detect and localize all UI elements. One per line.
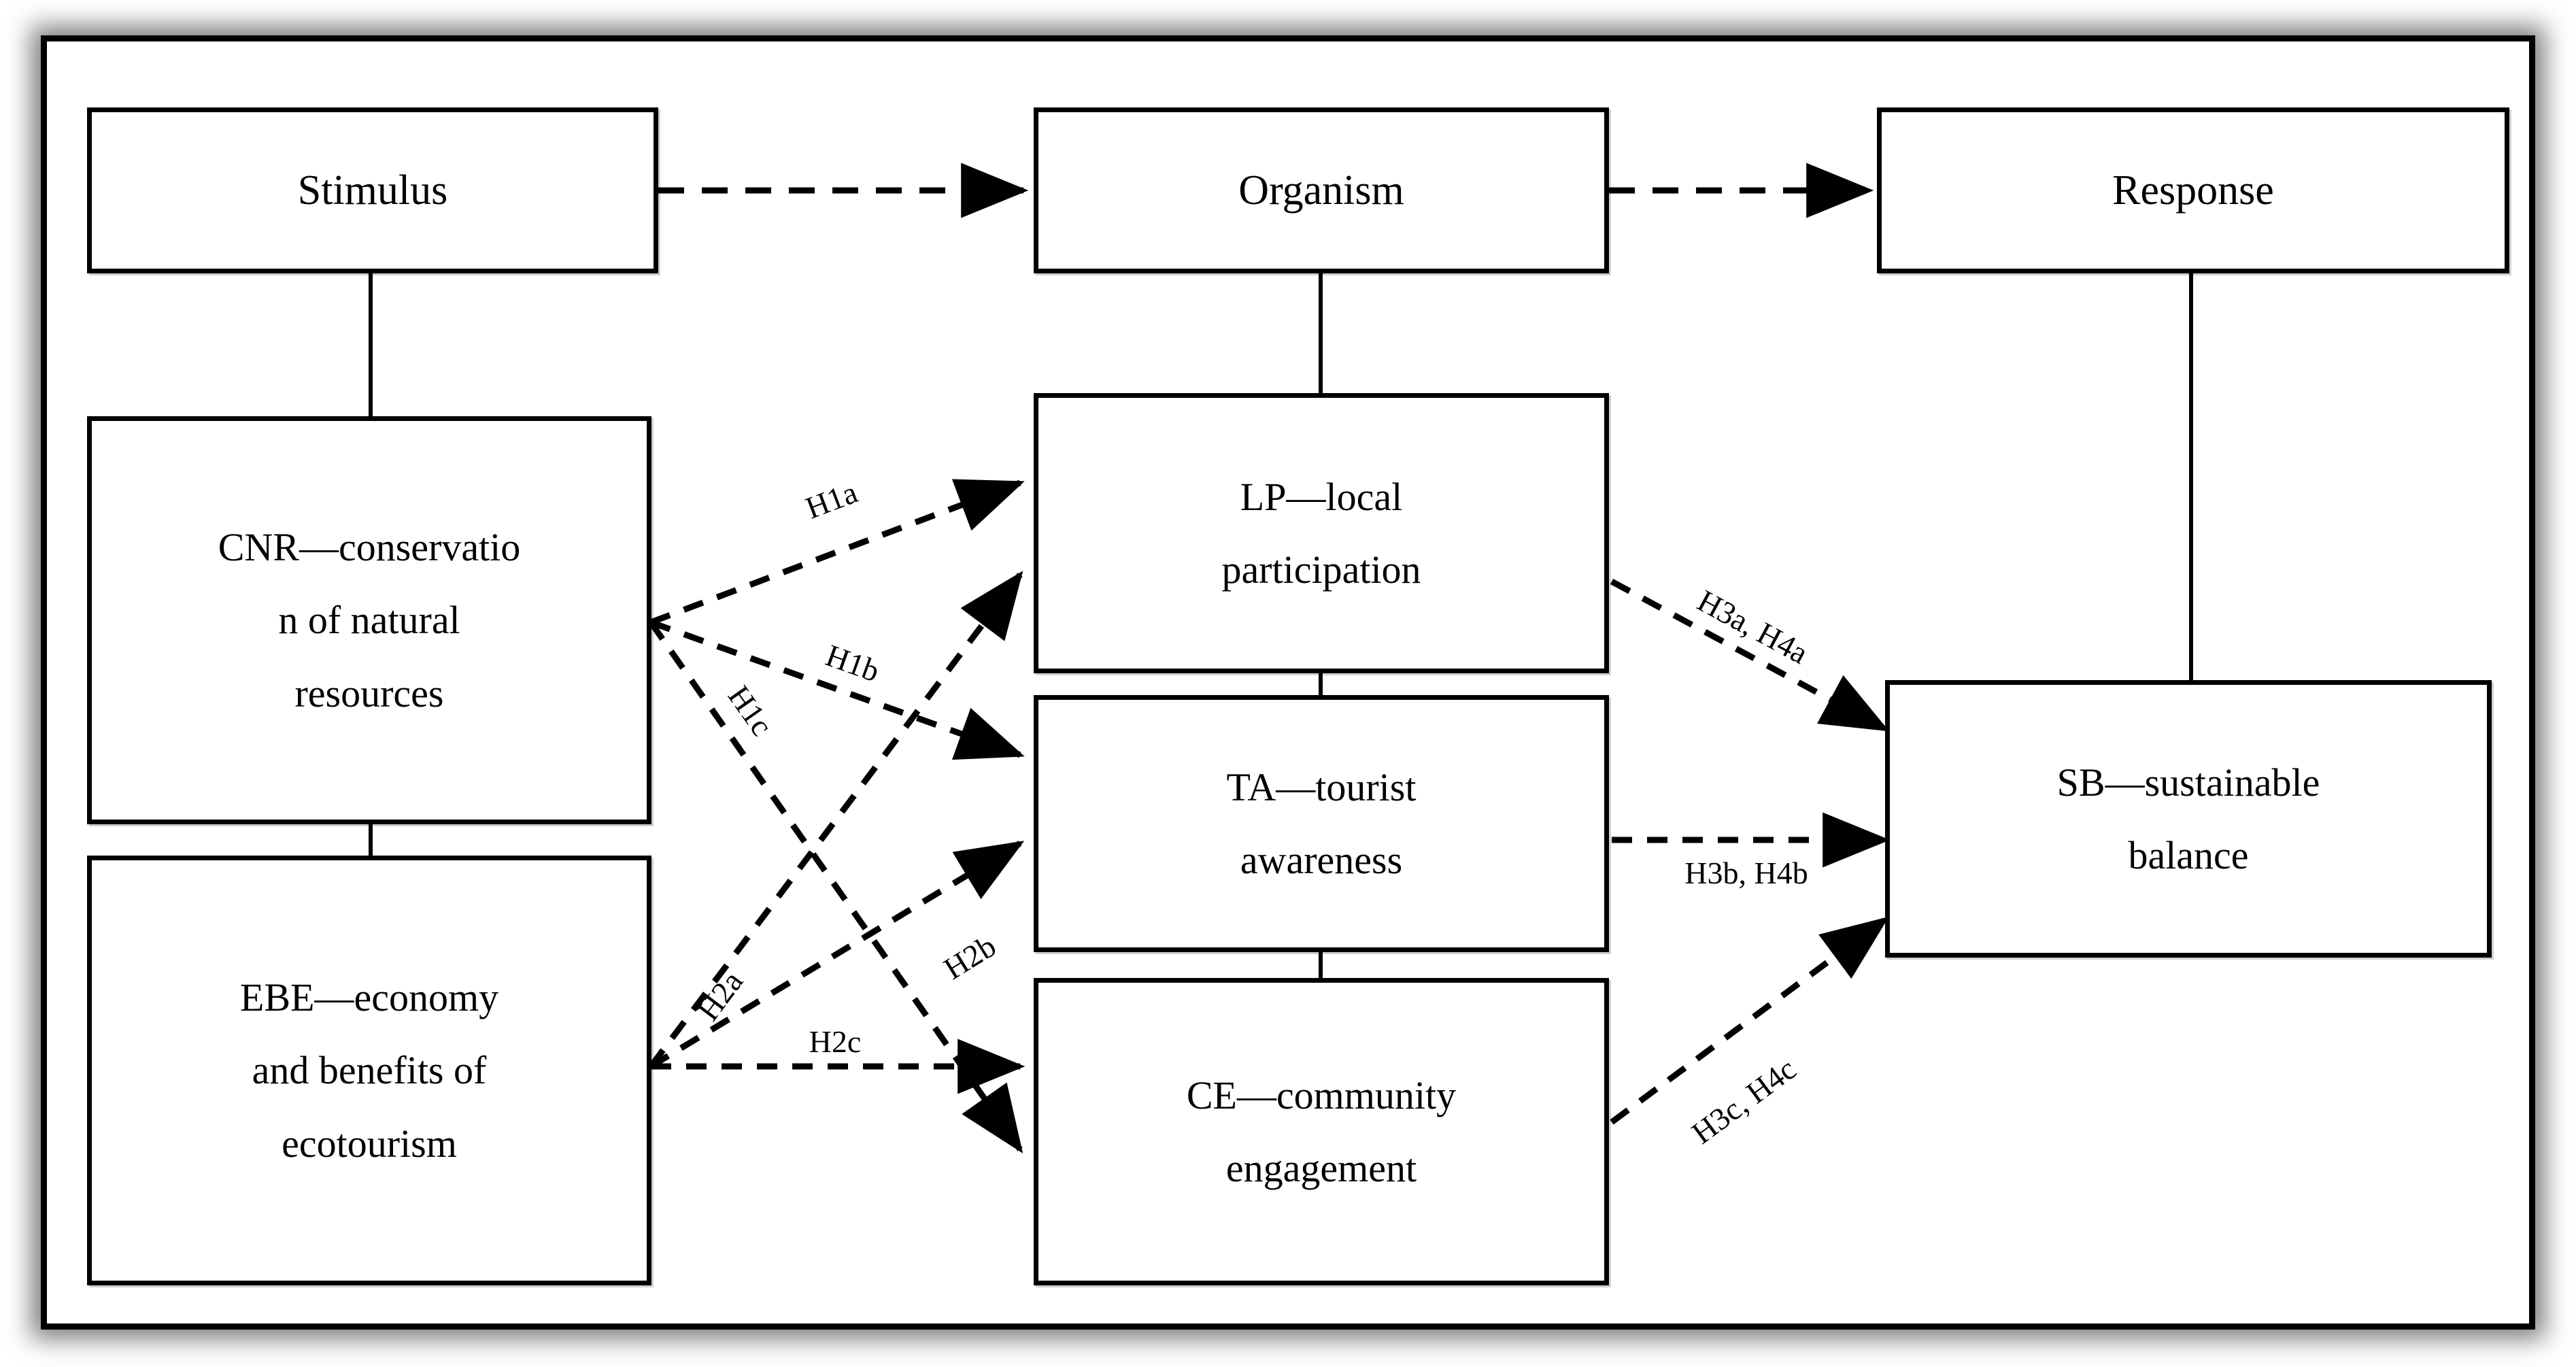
- node-ce-line1: CE—community: [1186, 1073, 1457, 1117]
- node-stimulus-label: Stimulus: [297, 167, 448, 214]
- edge-label-h3b-h4b: H3b, H4b: [1684, 856, 1808, 890]
- node-lp-line2: participation: [1221, 547, 1421, 592]
- node-ebe[interactable]: EBE—economy and benefits of ecotourism: [87, 856, 651, 1285]
- node-ebe-line2: and benefits of: [252, 1048, 487, 1093]
- node-organism[interactable]: Organism: [1034, 107, 1609, 273]
- node-cnr-line2: n of natural: [278, 598, 460, 643]
- node-cnr[interactable]: CNR—conservatio n of natural resources: [87, 416, 651, 824]
- node-ta[interactable]: TA—tourist awareness: [1034, 695, 1609, 952]
- node-organism-label: Organism: [1238, 167, 1404, 214]
- node-ce-line2: engagement: [1225, 1146, 1417, 1190]
- node-ebe-line3: ecotourism: [282, 1121, 457, 1166]
- node-sb[interactable]: SB—sustainable balance: [1885, 680, 2492, 958]
- node-ta-line2: awareness: [1240, 838, 1403, 882]
- node-lp[interactable]: LP—local participation: [1034, 393, 1609, 673]
- node-response-label: Response: [2112, 167, 2274, 214]
- node-ebe-line1: EBE—economy: [239, 975, 499, 1020]
- node-sb-line1: SB—sustainable: [2056, 760, 2320, 805]
- node-ce[interactable]: CE—community engagement: [1034, 978, 1609, 1285]
- node-ta-line1: TA—tourist: [1226, 764, 1417, 809]
- node-sb-line2: balance: [2128, 833, 2249, 877]
- node-lp-line1: LP—local: [1240, 474, 1403, 519]
- node-cnr-line3: resources: [294, 671, 444, 715]
- node-stimulus[interactable]: Stimulus: [87, 107, 658, 273]
- node-response[interactable]: Response: [1877, 107, 2509, 273]
- node-cnr-line1: CNR—conservatio: [218, 525, 521, 570]
- edge-label-h2c: H2c: [809, 1024, 862, 1059]
